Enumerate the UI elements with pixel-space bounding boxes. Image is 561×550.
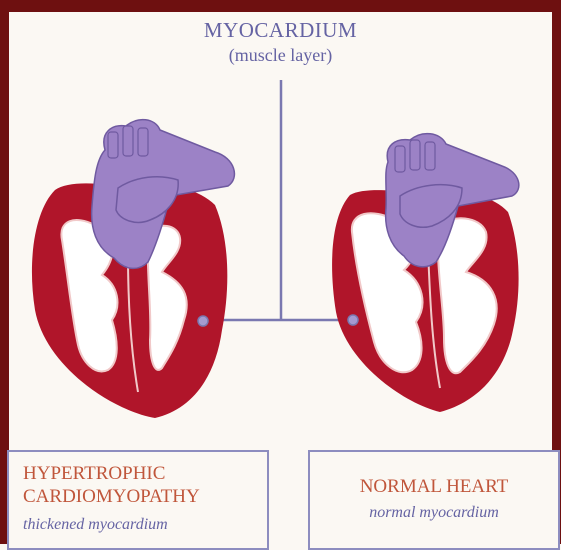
hypertrophic-label-title: HYPERTROPHIC CARDIOMYOPATHY xyxy=(23,462,200,508)
normal-artery-branch-2 xyxy=(410,140,420,170)
hypertrophic-heart xyxy=(32,120,235,418)
normal-artery-branch-1 xyxy=(395,146,405,172)
hypertrophic-label-box: HYPERTROPHIC CARDIOMYOPATHY thickened my… xyxy=(7,450,269,550)
normal-label-box: NORMAL HEART normal myocardium xyxy=(308,450,560,550)
hypertrophic-artery-branch-3 xyxy=(138,128,148,156)
normal-artery-branch-3 xyxy=(425,142,435,170)
normal-myocardium-marker xyxy=(348,315,358,325)
normal-label-subtitle: normal myocardium xyxy=(310,502,558,524)
normal-label-title: NORMAL HEART xyxy=(310,475,558,498)
hypertrophic-myocardium-marker xyxy=(198,316,208,326)
hypertrophic-label-subtitle: thickened myocardium xyxy=(23,514,168,536)
hypertrophic-artery-branch-1 xyxy=(108,132,118,158)
normal-heart xyxy=(332,134,519,412)
hypertrophic-artery-branch-2 xyxy=(123,126,133,156)
